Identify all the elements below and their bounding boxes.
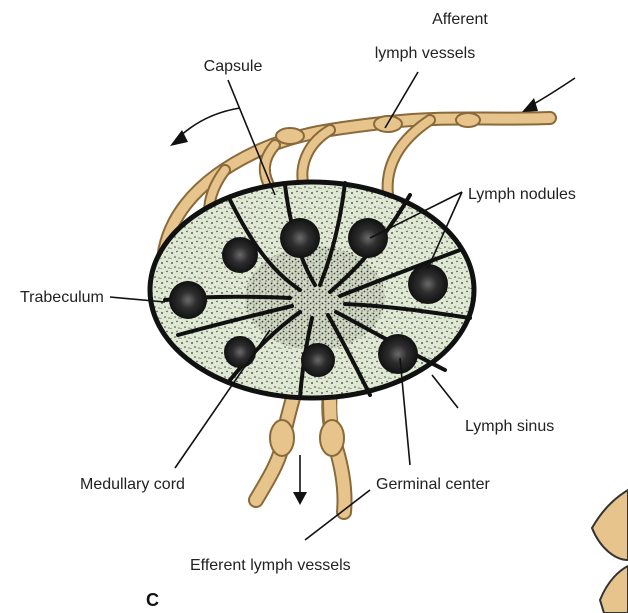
capsule-label: Capsule xyxy=(204,58,263,75)
panel-letter: C xyxy=(146,590,159,610)
lymph-nodules-label: Lymph nodules xyxy=(468,186,576,203)
germinal-center-label: Germinal center xyxy=(376,476,490,493)
corner-structure xyxy=(592,490,628,613)
lymph-nodule xyxy=(169,281,207,319)
medullary-cord-label: Medullary cord xyxy=(80,476,185,493)
lymph-nodule xyxy=(224,336,256,368)
lymph-nodule xyxy=(222,237,258,273)
lymph-nodule xyxy=(378,334,418,374)
lymph-nodule xyxy=(280,218,320,258)
lymph-nodule xyxy=(301,343,335,377)
lymph-nodule xyxy=(348,218,388,258)
lymph-nodule xyxy=(408,264,448,304)
afferent-label-line1: Afferent xyxy=(432,11,488,28)
trabeculum-label: Trabeculum xyxy=(20,289,104,306)
afferent-label-line2: lymph vessels xyxy=(375,45,475,62)
efferent-label: Efferent lymph vessels xyxy=(190,557,351,574)
lymph-sinus-label: Lymph sinus xyxy=(465,418,554,435)
